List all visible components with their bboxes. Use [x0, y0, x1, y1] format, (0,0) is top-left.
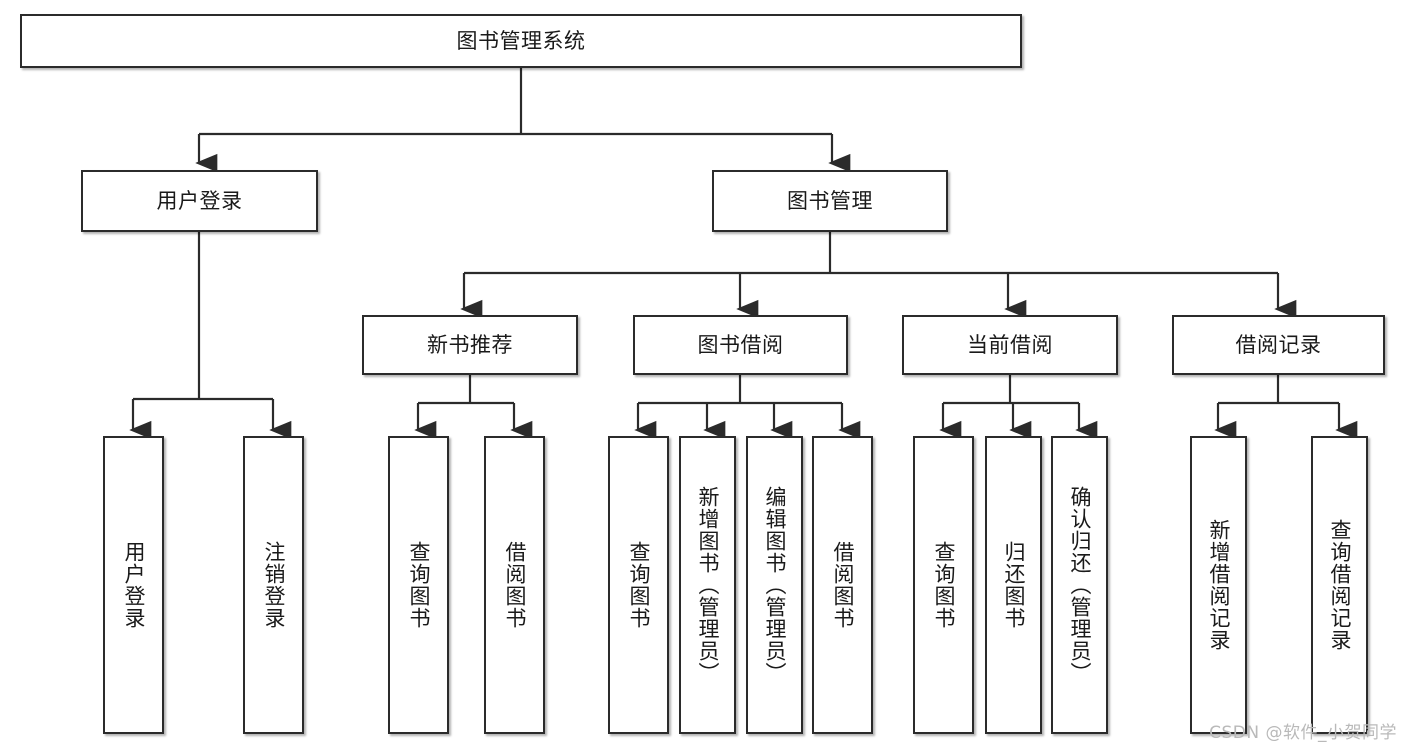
leaf-query-borrow-record[interactable]: 查询借阅记录	[1311, 436, 1368, 734]
node-book-management-label: 图书管理	[787, 188, 873, 213]
node-borrow-record[interactable]: 借阅记录	[1172, 315, 1385, 375]
node-root-label: 图书管理系统	[456, 28, 586, 53]
leaf-query-book-current[interactable]: 查询图书	[913, 436, 974, 734]
node-root[interactable]: 图书管理系统	[20, 14, 1022, 68]
leaf-borrow-book-recommend-label: 借阅图书	[502, 541, 527, 629]
leaf-query-book-label: 查询图书	[626, 541, 651, 629]
leaf-add-borrow-record[interactable]: 新增借阅记录	[1190, 436, 1247, 734]
node-user-login-label: 用户登录	[156, 188, 243, 213]
node-current-borrow-label: 当前借阅	[967, 332, 1053, 357]
leaf-confirm-return-admin-label: 确认归还（管理员）	[1067, 486, 1092, 684]
leaf-logout-label: 注销登录	[261, 541, 286, 629]
leaf-query-book-current-label: 查询图书	[931, 541, 956, 629]
leaf-borrow-book-label: 借阅图书	[830, 541, 855, 629]
leaf-confirm-return-admin[interactable]: 确认归还（管理员）	[1051, 436, 1108, 734]
leaf-return-book[interactable]: 归还图书	[985, 436, 1042, 734]
leaf-user-login-label: 用户登录	[121, 541, 146, 629]
leaf-query-book-recommend[interactable]: 查询图书	[388, 436, 449, 734]
leaf-user-login[interactable]: 用户登录	[103, 436, 164, 734]
leaf-query-borrow-record-label: 查询借阅记录	[1327, 519, 1352, 651]
csdn-watermark: CSDN @软件_小贺同学	[1209, 723, 1397, 743]
node-current-borrow[interactable]: 当前借阅	[902, 315, 1118, 375]
node-book-borrow[interactable]: 图书借阅	[633, 315, 848, 375]
node-book-borrow-label: 图书借阅	[697, 332, 784, 357]
leaf-add-book-admin[interactable]: 新增图书（管理员）	[679, 436, 736, 734]
leaf-borrow-book-recommend[interactable]: 借阅图书	[484, 436, 545, 734]
leaf-return-book-label: 归还图书	[1001, 541, 1026, 629]
leaf-edit-book-admin-label: 编辑图书（管理员）	[762, 486, 787, 684]
node-new-book-recommend[interactable]: 新书推荐	[362, 315, 578, 375]
leaf-query-book[interactable]: 查询图书	[608, 436, 669, 734]
leaf-query-book-recommend-label: 查询图书	[406, 541, 431, 629]
node-borrow-record-label: 借阅记录	[1235, 332, 1322, 357]
leaf-add-book-admin-label: 新增图书（管理员）	[695, 486, 720, 684]
leaf-logout[interactable]: 注销登录	[243, 436, 304, 734]
node-book-management[interactable]: 图书管理	[712, 170, 948, 232]
leaf-borrow-book[interactable]: 借阅图书	[812, 436, 873, 734]
leaf-add-borrow-record-label: 新增借阅记录	[1206, 519, 1231, 651]
leaf-edit-book-admin[interactable]: 编辑图书（管理员）	[746, 436, 803, 734]
node-user-login[interactable]: 用户登录	[81, 170, 318, 232]
node-new-book-recommend-label: 新书推荐	[427, 332, 513, 357]
